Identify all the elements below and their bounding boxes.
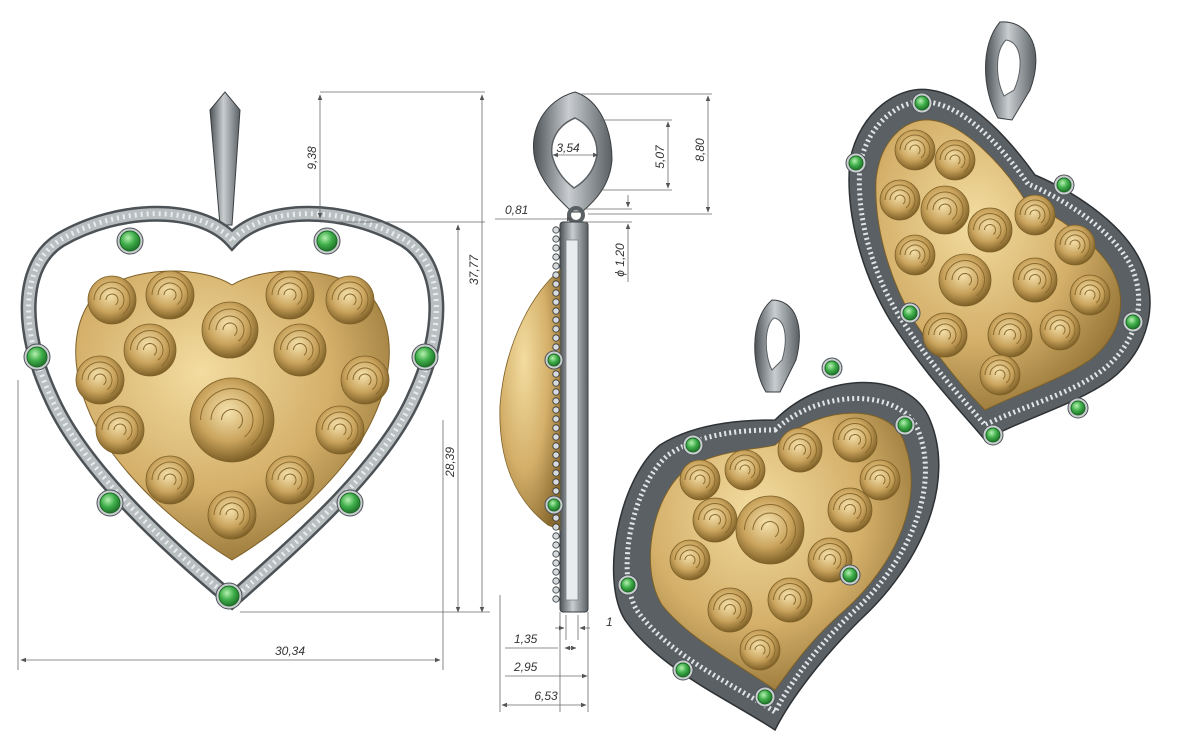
- side-dimensions: 3,54 5,07 8,80 0,81 ϕ 1,20 1 1,35 2,95 6…: [495, 93, 712, 712]
- rose: [273, 323, 327, 377]
- side-view: [499, 91, 613, 613]
- emerald: [544, 495, 564, 515]
- rose: [934, 139, 976, 181]
- dimension-total-width: 30,34: [275, 644, 305, 658]
- rose: [1012, 257, 1058, 303]
- rose: [894, 129, 936, 171]
- dimension-total-depth: 6,53: [534, 689, 558, 703]
- rose: [145, 270, 195, 320]
- front-dimensions: 9,38 37,77 28,39 30,34: [17, 91, 490, 670]
- rose: [987, 312, 1033, 358]
- emerald: [682, 434, 704, 456]
- side-stone-row: [544, 226, 564, 603]
- rose: [1069, 274, 1111, 316]
- dimension-heart-height: 28,39: [443, 447, 457, 478]
- emerald: [116, 227, 144, 255]
- rose: [832, 417, 878, 463]
- rose: [879, 179, 921, 221]
- emerald-settings: [23, 227, 439, 610]
- emerald: [411, 343, 439, 371]
- emerald: [982, 424, 1004, 446]
- perspective-view-upper: [845, 21, 1151, 446]
- rose: [265, 270, 315, 320]
- rose: [739, 629, 781, 671]
- dimension-ring-offset: 0,81: [505, 203, 528, 217]
- rose: [669, 539, 711, 581]
- emerald: [336, 489, 364, 517]
- rose: [707, 587, 753, 633]
- rose: [692, 497, 738, 543]
- rose: [967, 207, 1013, 253]
- rose: [735, 495, 805, 565]
- rose: [1039, 309, 1081, 351]
- rose-cluster: [75, 270, 390, 561]
- rose: [340, 355, 390, 405]
- rose: [265, 455, 315, 505]
- rose: [75, 355, 125, 405]
- dimension-ring-diameter: ϕ 1,20: [613, 243, 627, 277]
- dimension-bail-opening: 5,07: [653, 144, 667, 169]
- front-view: [23, 91, 439, 610]
- emerald: [894, 414, 916, 436]
- rose: [189, 377, 275, 463]
- dimension-total-height: 37,77: [467, 254, 481, 285]
- emerald: [96, 489, 124, 517]
- emerald: [845, 152, 867, 174]
- dimension-rim-thickness: 1,35: [514, 632, 538, 646]
- emerald: [1067, 397, 1089, 419]
- rose: [767, 577, 813, 623]
- dimension-bail-total: 8,80: [693, 138, 707, 162]
- rose: [87, 275, 137, 325]
- emerald: [1053, 174, 1075, 196]
- emerald: [215, 582, 243, 610]
- emerald: [821, 357, 843, 379]
- dimension-setting-depth: 1: [606, 615, 613, 629]
- rose: [827, 487, 873, 533]
- emerald: [839, 564, 861, 586]
- emerald: [672, 659, 694, 681]
- dimension-bail-inner-width: 3,54: [556, 141, 580, 155]
- rose: [325, 275, 375, 325]
- rose: [859, 459, 901, 501]
- bail: [209, 91, 241, 226]
- emerald: [911, 92, 933, 114]
- rose: [1054, 224, 1096, 266]
- rose: [922, 312, 968, 358]
- emerald: [313, 227, 341, 255]
- emerald: [1122, 311, 1144, 333]
- emerald: [899, 302, 921, 324]
- rose: [920, 185, 970, 235]
- emerald: [544, 350, 564, 370]
- dimension-back-depth: 2,95: [513, 660, 538, 674]
- emerald: [754, 686, 776, 708]
- perspective-view-lower: [612, 299, 940, 732]
- side-rose-profile: [499, 269, 561, 531]
- rose: [315, 405, 365, 455]
- rose: [1014, 194, 1056, 236]
- rose: [894, 234, 936, 276]
- rose: [207, 490, 257, 540]
- rose: [777, 427, 823, 473]
- rose: [201, 301, 259, 359]
- emerald: [23, 343, 51, 371]
- rose: [679, 459, 721, 501]
- dimension-bail-height: 9,38: [305, 146, 319, 170]
- rose: [123, 323, 177, 377]
- rose: [979, 354, 1021, 396]
- rose: [724, 449, 766, 491]
- rose: [95, 405, 145, 455]
- emerald: [617, 574, 639, 596]
- rose: [145, 455, 195, 505]
- rose: [938, 253, 992, 307]
